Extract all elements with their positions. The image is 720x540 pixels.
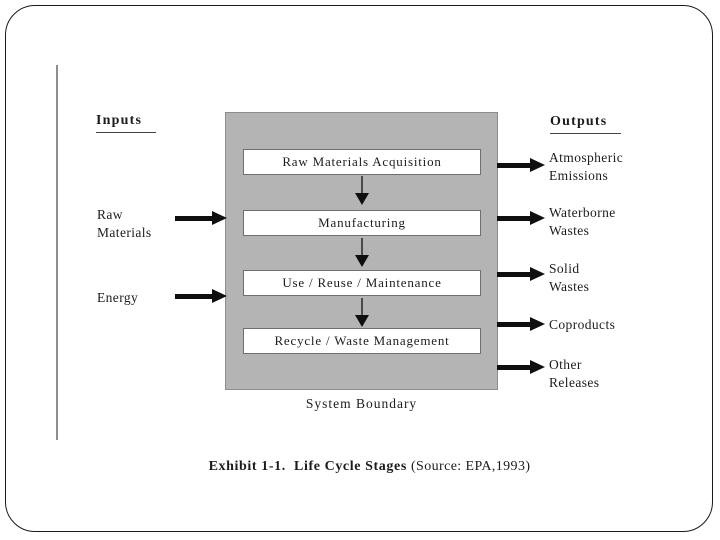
arrow-head — [530, 360, 545, 374]
arrow-shaft — [497, 321, 530, 327]
output-arrow-other-releases-icon — [497, 360, 545, 374]
exhibit-caption: Exhibit 1-1. Life Cycle Stages (Source: … — [193, 443, 530, 491]
output-label-solid-wastes: Solid Wastes — [549, 260, 589, 296]
arrow-head — [355, 315, 369, 327]
input-arrow-raw-materials-icon — [175, 211, 227, 225]
arrow-shaft — [497, 162, 530, 168]
label-line: Energy — [97, 290, 139, 305]
arrow-shaft — [497, 271, 530, 277]
system-boundary-box: Raw Materials Acquisition Manufacturing … — [225, 112, 498, 390]
slide-border — [5, 5, 713, 532]
arrow-head — [212, 289, 227, 303]
output-label-waterborne-wastes: Waterborne Wastes — [549, 204, 616, 240]
arrow-shaft — [175, 215, 212, 221]
arrow-head — [355, 255, 369, 267]
system-boundary-label: System Boundary — [305, 396, 418, 411]
stage-box-recycle-waste-management: Recycle / Waste Management — [243, 328, 481, 354]
label-line: Emissions — [549, 168, 609, 183]
down-arrow-icon — [354, 238, 370, 267]
arrow-head — [530, 317, 545, 331]
arrow-head — [212, 211, 227, 225]
down-arrow-icon — [354, 298, 370, 327]
exhibit-caption-source: (Source: EPA,1993) — [410, 459, 531, 474]
arrow-head — [530, 211, 545, 225]
exhibit-caption-title: Exhibit 1-1. Life Cycle Stages — [208, 459, 411, 474]
output-arrow-atmospheric-emissions-icon — [497, 158, 545, 172]
label-line: Materials — [97, 225, 152, 240]
output-label-coproducts: Coproducts — [549, 316, 615, 334]
input-label-raw-materials: Raw Materials — [97, 206, 152, 242]
label-line: Wastes — [549, 223, 590, 238]
label-line: Solid — [549, 261, 580, 276]
arrow-head — [355, 193, 369, 205]
stage-box-raw-materials-acquisition: Raw Materials Acquisition — [243, 149, 481, 175]
down-arrow-icon — [354, 176, 370, 205]
input-arrow-energy-icon — [175, 289, 227, 303]
arrow-shaft — [361, 176, 363, 193]
output-arrow-waterborne-wastes-icon — [497, 211, 545, 225]
label-line: Waterborne — [549, 205, 616, 220]
output-label-other-releases: Other Releases — [549, 356, 599, 392]
stage-box-manufacturing: Manufacturing — [243, 210, 481, 236]
arrow-head — [530, 267, 545, 281]
label-line: Wastes — [549, 279, 590, 294]
outputs-header: Outputs — [550, 114, 622, 134]
left-divider-line — [56, 65, 58, 440]
arrow-shaft — [361, 238, 363, 255]
label-line: Releases — [549, 375, 600, 390]
label-line: Coproducts — [549, 317, 616, 332]
input-label-energy: Energy — [97, 289, 138, 307]
arrow-head — [530, 158, 545, 172]
output-label-atmospheric-emissions: Atmospheric Emissions — [549, 149, 623, 185]
stage-box-use-reuse-maintenance: Use / Reuse / Maintenance — [243, 270, 481, 296]
arrow-shaft — [497, 364, 530, 370]
arrow-shaft — [497, 215, 530, 221]
label-line: Other — [549, 357, 582, 372]
arrow-shaft — [361, 298, 363, 315]
label-line: Raw — [97, 207, 123, 222]
arrow-shaft — [175, 293, 212, 299]
output-arrow-coproducts-icon — [497, 317, 545, 331]
inputs-header: Inputs — [96, 113, 157, 133]
label-line: Atmospheric — [549, 150, 624, 165]
output-arrow-solid-wastes-icon — [497, 267, 545, 281]
